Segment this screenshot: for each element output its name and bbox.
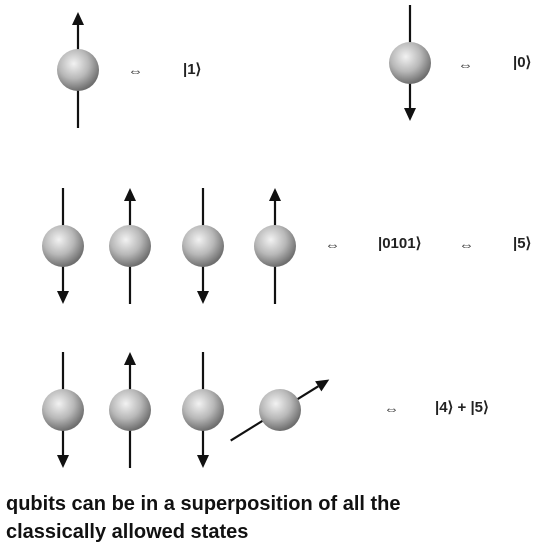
qubit-ball [109, 389, 151, 431]
spin-tilted-qubit [230, 379, 330, 442]
spin-arrow-head [124, 188, 136, 201]
caption: qubits can be in a superposition of all … [6, 490, 560, 546]
spin-down-qubit [389, 5, 431, 121]
equivalence-symbol: ⇔ [384, 401, 399, 418]
ket-label: |1⟩ [183, 61, 201, 78]
spin-arrow-head [72, 12, 84, 25]
spin-arrow-head [404, 108, 416, 121]
qubit-ball [182, 389, 224, 431]
equivalence-symbol: ⇔ [459, 237, 474, 254]
spin-up-qubit [254, 188, 296, 304]
spin-state-diagram: ⇔ |1⟩ ⇔ |0⟩ ⇔ |0101⟩ ⇔ |5⟩ ⇔ |4⟩ + |5⟩ [42, 5, 531, 468]
caption-line-1: qubits can be in a superposition of all … [6, 493, 401, 515]
ket-label: |0101⟩ [378, 235, 421, 252]
spin-down-qubit [182, 352, 224, 468]
qubit-ball [259, 389, 301, 431]
spin-arrow-head [57, 291, 69, 304]
spin-arrow-head [57, 455, 69, 468]
qubit-ball [109, 225, 151, 267]
spin-down-qubit [42, 188, 84, 304]
spin-up-qubit [57, 12, 99, 128]
spin-arrow-head [197, 455, 209, 468]
spin-up-qubit [109, 352, 151, 468]
qubit-ball [182, 225, 224, 267]
qubit-ball [42, 225, 84, 267]
superposition-label: |4⟩ + |5⟩ [435, 399, 489, 416]
ket-label: |5⟩ [513, 235, 531, 252]
equivalence-symbol: ⇔ [128, 63, 143, 80]
spin-arrow-head [315, 379, 330, 392]
equivalence-symbol: ⇔ [325, 237, 340, 254]
caption-line-2: classically allowed states [6, 521, 249, 543]
qubit-ball [57, 49, 99, 91]
qubit-ball [42, 389, 84, 431]
spin-down-qubit [182, 188, 224, 304]
spin-arrow-head [197, 291, 209, 304]
spin-arrow-head [269, 188, 281, 201]
spin-up-qubit [109, 188, 151, 304]
qubit-ball [254, 225, 296, 267]
spin-down-qubit [42, 352, 84, 468]
ket-label: |0⟩ [513, 54, 531, 71]
spin-arrow-head [124, 352, 136, 365]
equivalence-symbol: ⇔ [458, 57, 473, 74]
qubit-ball [389, 42, 431, 84]
